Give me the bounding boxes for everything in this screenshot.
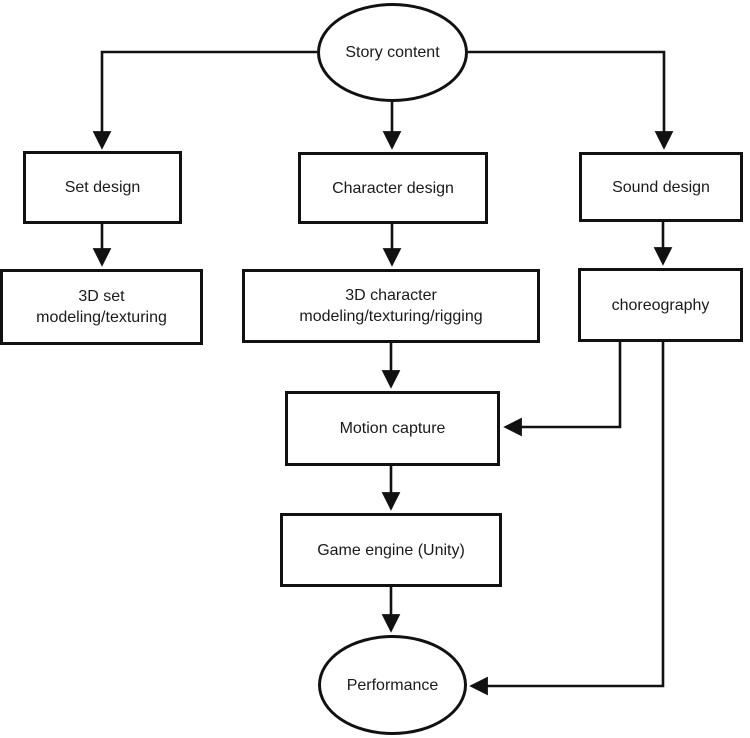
- node-character-design: Character design: [298, 152, 488, 224]
- node-set-design: Set design: [23, 151, 182, 224]
- node-performance: Performance: [318, 635, 467, 735]
- node-sound-design: Sound design: [579, 152, 743, 222]
- edge-choreography-to-performance: [469, 342, 665, 696]
- node-story-content: Story content: [317, 3, 468, 102]
- node-3d-character-modeling: 3D character modeling/texturing/rigging: [242, 269, 540, 343]
- node-choreography: choreography: [578, 268, 743, 342]
- edge-choreography-to-motion-capture: [503, 342, 622, 437]
- edge-story-to-sound-design: [468, 50, 674, 150]
- node-game-engine: Game engine (Unity): [280, 513, 502, 587]
- node-3d-set-modeling: 3D set modeling/texturing: [0, 269, 203, 345]
- node-motion-capture: Motion capture: [285, 391, 500, 466]
- edge-story-to-set-design: [92, 50, 317, 150]
